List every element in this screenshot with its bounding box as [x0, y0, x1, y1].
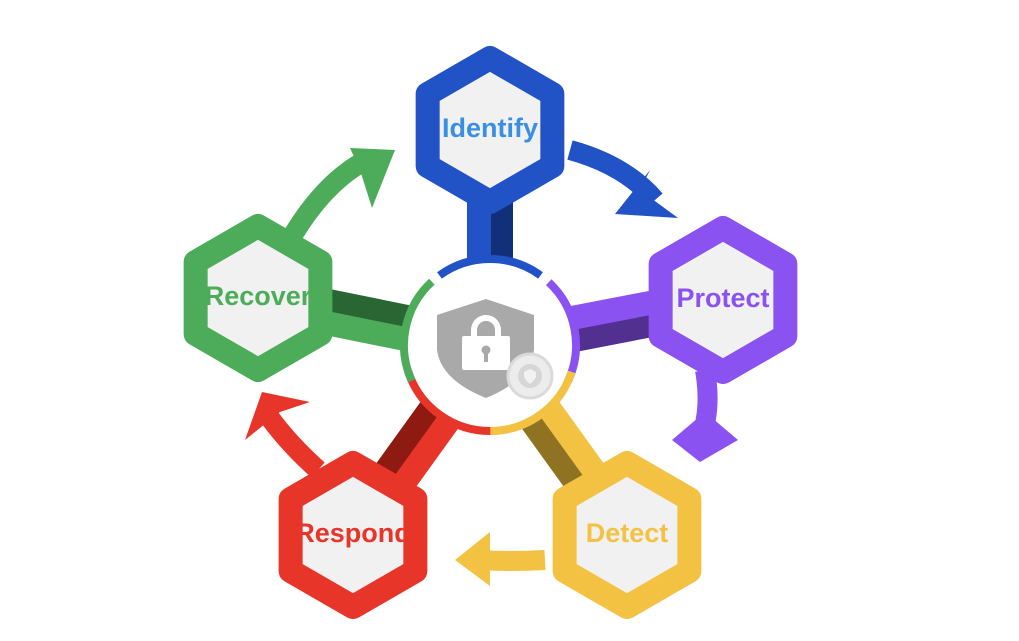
hexagon-recover — [183, 214, 333, 382]
stage-label-protect: Protect — [676, 283, 770, 313]
cycle-arrow-respond — [261, 412, 325, 478]
hexagon-protect — [648, 216, 798, 384]
arrowhead-icon — [615, 170, 678, 218]
hexagon-identify — [415, 46, 565, 214]
ring-segment — [437, 255, 543, 279]
stage-label-detect: Detect — [585, 518, 669, 548]
ring-segment — [404, 370, 491, 435]
shield-lock-icon — [437, 299, 554, 400]
arrowhead-icon — [350, 148, 395, 208]
arrowhead-icon — [245, 392, 310, 440]
center-hub — [400, 255, 580, 435]
arrowhead-icon — [455, 532, 490, 586]
ring-segment — [489, 370, 576, 435]
arrowhead-icon — [672, 412, 738, 462]
stage-label-recover: Recover — [204, 281, 312, 311]
stage-label-respond: Respond — [295, 518, 411, 548]
ring-segment — [400, 278, 435, 383]
cycle-arrow-identify — [567, 140, 663, 207]
cycle-arrow-recover — [281, 149, 375, 246]
ring-segment — [545, 279, 580, 384]
hexagon-detect — [552, 451, 702, 619]
hexagon-respond — [278, 451, 428, 619]
stage-label-identify: Identify — [441, 113, 538, 143]
